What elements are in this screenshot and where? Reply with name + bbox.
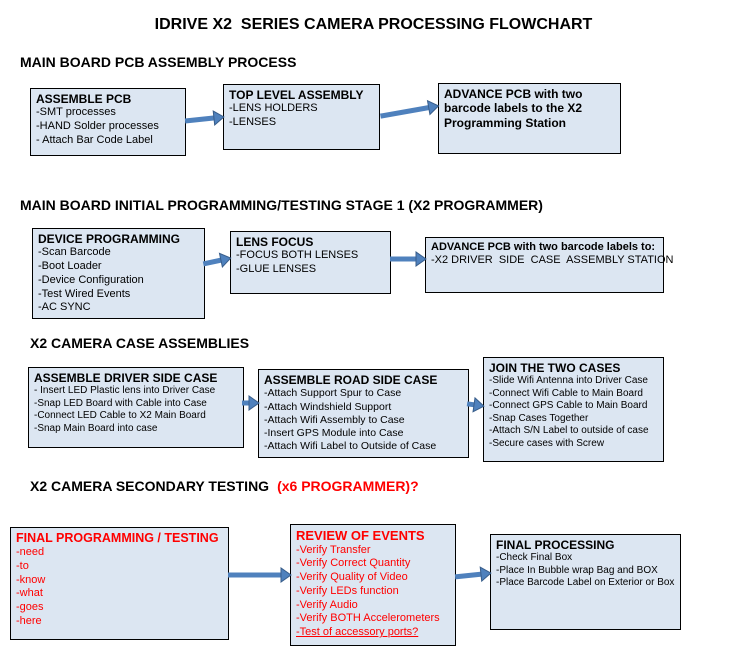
box-title: REVIEW OF EVENTS: [296, 528, 425, 543]
section-heading: X2 CAMERA CASE ASSEMBLIES: [30, 335, 249, 351]
flow-box: FINAL PROGRAMMING / TESTING-need-to-know…: [10, 527, 229, 640]
box-item: -Verify Transfer: [296, 543, 371, 556]
box-title: ASSEMBLE PCB: [36, 92, 132, 106]
section-heading-text: X2 CAMERA SECONDARY TESTING: [30, 478, 270, 494]
flow-box: ADVANCE PCB with two barcode labels to t…: [438, 83, 621, 154]
box-title: TOP LEVEL ASSEMBLY: [229, 88, 364, 102]
flow-box: ASSEMBLE ROAD SIDE CASE-Attach Support S…: [258, 369, 469, 458]
box-item: -know: [16, 573, 46, 586]
box-item: -Secure cases with Screw: [489, 437, 605, 449]
flow-box: TOP LEVEL ASSEMBLY-LENS HOLDERS-LENSES: [223, 84, 380, 150]
box-item: -HAND Solder processes: [36, 120, 159, 133]
box-item: - Attach Bar Code Label: [36, 133, 153, 146]
flow-arrow-right-icon: [389, 250, 427, 268]
section-heading-red-text: (x6 PROGRAMMER)?: [277, 478, 419, 494]
box-item: -Attach S/N Label to outside of case: [489, 425, 649, 437]
flow-arrow-right-icon: [241, 394, 260, 412]
box-title: FINAL PROCESSING: [496, 538, 615, 552]
box-title: FINAL PROGRAMMING / TESTING: [16, 531, 219, 545]
box-item: -Test Wired Events: [38, 287, 131, 300]
box-item: -AC SYNC: [38, 301, 91, 314]
box-item: -goes: [16, 601, 44, 613]
box-item: -to: [16, 559, 29, 572]
box-item: -Device Configuration: [38, 273, 144, 286]
flowchart-title: IDRIVE X2 SERIES CAMERA PROCESSING FLOWC…: [154, 16, 593, 33]
box-item: -Snap Main Board into case: [34, 422, 158, 434]
box-item: -X2 DRIVER SIDE CASE ASSEMBLY STATION: [431, 254, 674, 267]
box-item: -GLUE LENSES: [236, 263, 317, 276]
box-title: ASSEMBLE ROAD SIDE CASE: [264, 373, 438, 387]
section-heading-text: X2 CAMERA CASE ASSEMBLIES: [30, 335, 250, 351]
section-heading-text: MAIN BOARD INITIAL PROGRAMMING/TESTING S…: [20, 197, 543, 213]
box-item: -Slide Wifi Antenna into Driver Case: [489, 375, 648, 387]
flow-arrow-right-icon: [378, 97, 441, 125]
box-item: -Attach Wifi Label to Outside of Case: [264, 439, 437, 452]
box-item: -Verify Quality of Video: [296, 571, 408, 584]
box-item: -here: [16, 614, 42, 627]
box-item: -need: [16, 546, 45, 558]
box-item: -Connect LED Cable to X2 Main Board: [34, 410, 206, 422]
section-heading-text: MAIN BOARD PCB ASSEMBLY PROCESS: [20, 54, 297, 70]
box-item: -Verify BOTH Accelerometers: [296, 612, 440, 625]
flow-box: LENS FOCUS-FOCUS BOTH LENSES-GLUE LENSES: [230, 231, 391, 294]
flow-arrow-right-icon: [183, 108, 226, 130]
box-item: -Attach Support Spur to Case: [264, 387, 402, 400]
box-title: ADVANCE PCB with two barcode labels to:: [431, 241, 656, 253]
flow-box: ASSEMBLE PCB-SMT processes-HAND Solder p…: [30, 88, 186, 156]
flow-arrow-right-icon: [465, 395, 486, 415]
box-item: -Snap LED Board with Cable into Case: [34, 397, 207, 409]
section-heading: MAIN BOARD INITIAL PROGRAMMING/TESTING S…: [20, 197, 543, 213]
flow-box: ADVANCE PCB with two barcode labels to:-…: [425, 237, 674, 293]
box-item: -Attach Windshield Support: [264, 400, 392, 413]
box-title: DEVICE PROGRAMMING: [38, 232, 181, 246]
box-item: -Place Barcode Label on Exterior or Box: [496, 577, 675, 589]
box-title: JOIN THE TWO CASES: [489, 361, 621, 375]
flow-arrow-right-icon: [453, 564, 493, 586]
box-item: -Connect GPS Cable to Main Board: [489, 400, 648, 412]
box-item: -Scan Barcode: [38, 246, 111, 259]
box-item: -Test of accessory ports?: [296, 626, 419, 639]
box-item: -Attach Wifi Assembly to Case: [264, 413, 405, 426]
section-heading: X2 CAMERA SECONDARY TESTING (x6 PROGRAMME…: [30, 478, 419, 494]
box-item: -what: [16, 587, 43, 600]
box-title: ADVANCE PCB with two barcode labels to t…: [444, 87, 583, 130]
box-item: -LENS HOLDERS: [229, 102, 318, 115]
box-item: -Connect Wifi Cable to Main Board: [489, 387, 643, 399]
flow-arrow-right-icon: [227, 566, 292, 584]
box-item: -SMT processes: [36, 106, 116, 119]
box-item: -Verify Audio: [296, 598, 358, 611]
box-item: -Boot Loader: [38, 260, 102, 273]
flow-box: REVIEW OF EVENTS-Verify Transfer-Verify …: [290, 524, 456, 646]
box-item: - Insert LED Plastic lens into Driver Ca…: [34, 385, 216, 397]
box-item: -Verify Correct Quantity: [296, 557, 411, 570]
flow-box: ASSEMBLE DRIVER SIDE CASE- Insert LED Pl…: [28, 367, 244, 448]
box-item: -Snap Cases Together: [489, 412, 589, 424]
section-heading: MAIN BOARD PCB ASSEMBLY PROCESS: [20, 54, 296, 70]
flow-box: FINAL PROCESSING-Check Final Box-Place I…: [490, 534, 681, 630]
box-title: ASSEMBLE DRIVER SIDE CASE: [34, 371, 218, 385]
box-item: -LENSES: [229, 116, 277, 129]
box-item: -Place In Bubble wrap Bag and BOX: [496, 564, 658, 576]
box-item: -FOCUS BOTH LENSES: [236, 249, 359, 262]
flow-box: DEVICE PROGRAMMING-Scan Barcode-Boot Loa…: [32, 228, 205, 320]
box-item: -Verify LEDs function: [296, 584, 399, 597]
box-title: LENS FOCUS: [236, 235, 314, 249]
flow-arrow-right-icon: [200, 249, 233, 273]
box-item: -Check Final Box: [496, 552, 573, 564]
flow-box: JOIN THE TWO CASES-Slide Wifi Antenna in…: [483, 357, 664, 462]
box-item: -Insert GPS Module into Case: [264, 426, 404, 439]
